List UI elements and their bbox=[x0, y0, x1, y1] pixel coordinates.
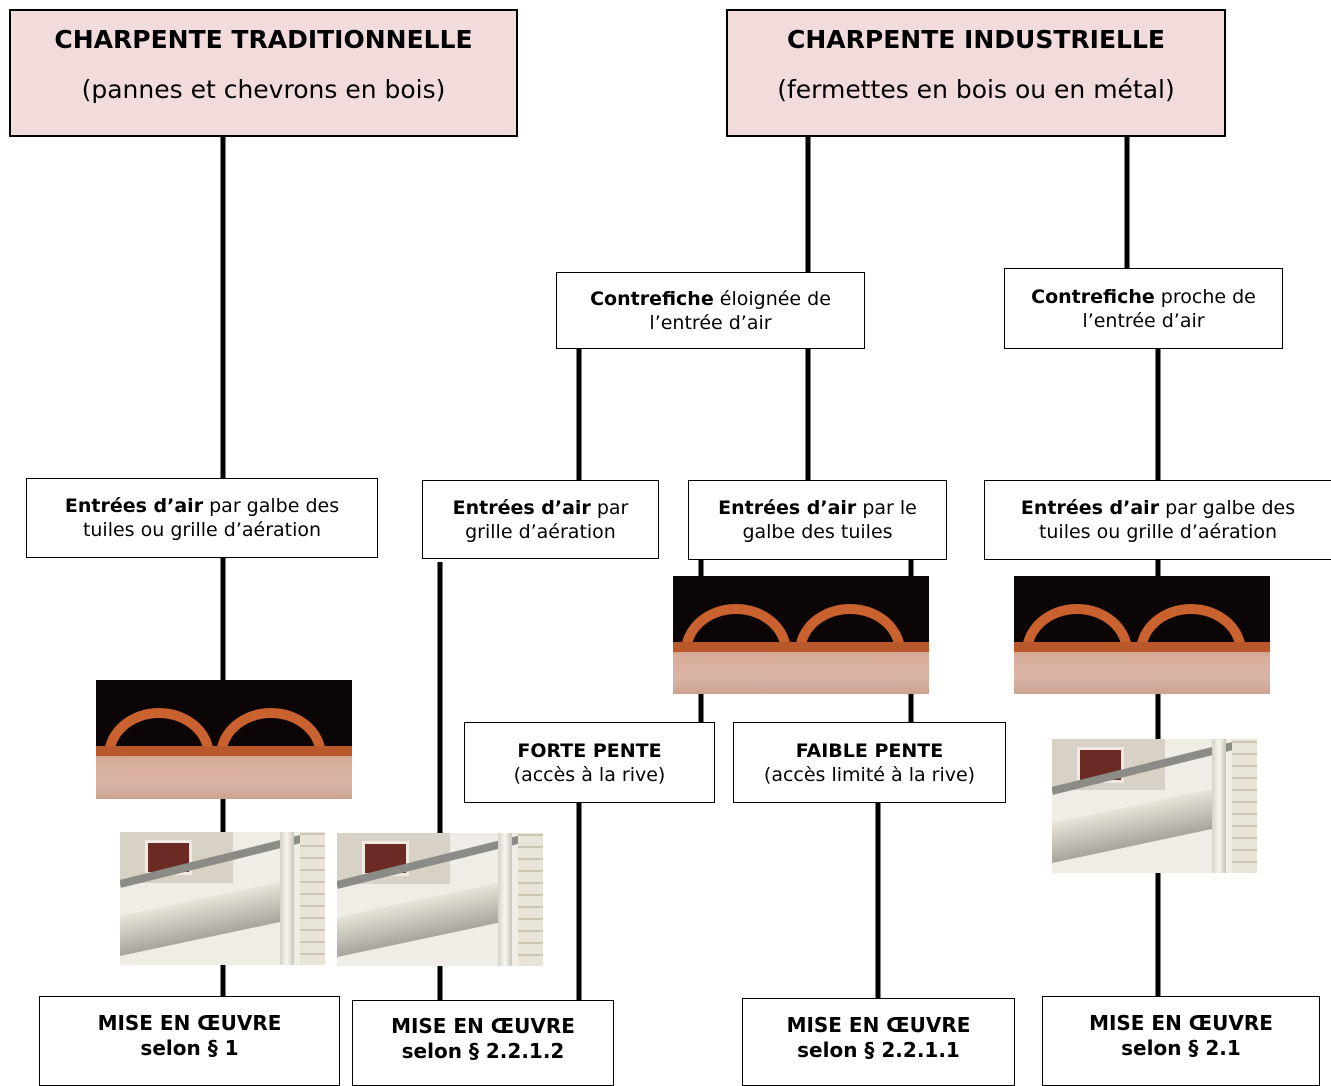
tile-ridge-photo bbox=[96, 680, 352, 799]
box-forte-pente: FORTE PENTE (accès à la rive) bbox=[464, 722, 715, 803]
box-subtitle: (accès limité à la rive) bbox=[763, 763, 976, 786]
box-line: MISE EN ŒUVRE bbox=[786, 1013, 971, 1037]
box-mise-en-oeuvre-4: MISE EN ŒUVRE selon § 2.1 bbox=[1042, 996, 1320, 1086]
box-text: Entrées d’air par le galbe des tuiles bbox=[718, 497, 917, 543]
box-mise-en-oeuvre-2: MISE EN ŒUVRE selon § 2.2.1.2 bbox=[352, 1000, 614, 1086]
box-text: Entrées d’air par galbe des tuiles ou gr… bbox=[64, 495, 340, 541]
box-title: FORTE PENTE bbox=[517, 739, 662, 762]
box-line: selon § 1 bbox=[140, 1036, 239, 1060]
box-text: Entrées d’air par grille d’aération bbox=[452, 496, 629, 543]
box-line: selon § 2.2.1.2 bbox=[401, 1039, 565, 1063]
box-line: MISE EN ŒUVRE bbox=[97, 1011, 282, 1035]
box-entrees-air-proche: Entrées d’air par galbe des tuiles ou gr… bbox=[984, 480, 1331, 560]
tile-ridge-photo bbox=[673, 576, 929, 694]
box-charpente-traditionnelle: CHARPENTE TRADITIONNELLE (pannes et chev… bbox=[9, 9, 518, 137]
box-mise-en-oeuvre-1: MISE EN ŒUVRE selon § 1 bbox=[39, 996, 340, 1086]
box-subtitle: (accès à la rive) bbox=[513, 763, 666, 786]
box-contrefiche-proche: Contrefiche proche de l’entrée d’air bbox=[1004, 268, 1283, 349]
eave-gutter-photo bbox=[337, 833, 543, 966]
box-text: Entrées d’air par galbe des tuiles ou gr… bbox=[1020, 497, 1296, 543]
eave-gutter-photo bbox=[120, 832, 325, 965]
box-title: CHARPENTE TRADITIONNELLE bbox=[54, 25, 473, 54]
box-contrefiche-eloignee: Contrefiche éloignée de l’entrée d’air bbox=[556, 272, 865, 349]
box-line: MISE EN ŒUVRE bbox=[1089, 1011, 1273, 1035]
box-text: Contrefiche éloignée de l’entrée d’air bbox=[590, 287, 831, 334]
box-subtitle: (fermettes en bois ou en métal) bbox=[777, 75, 1175, 104]
box-title: FAIBLE PENTE bbox=[795, 739, 944, 762]
box-line: selon § 2.2.1.1 bbox=[797, 1038, 960, 1062]
box-text: Contrefiche proche de l’entrée d’air bbox=[1031, 285, 1256, 332]
box-mise-en-oeuvre-3: MISE EN ŒUVRE selon § 2.2.1.1 bbox=[742, 998, 1015, 1086]
box-entrees-air-galbe: Entrées d’air par le galbe des tuiles bbox=[688, 480, 947, 560]
box-charpente-industrielle: CHARPENTE INDUSTRIELLE (fermettes en boi… bbox=[726, 9, 1226, 137]
box-subtitle: (pannes et chevrons en bois) bbox=[81, 75, 446, 104]
box-faible-pente: FAIBLE PENTE (accès limité à la rive) bbox=[733, 722, 1006, 803]
box-line: MISE EN ŒUVRE bbox=[391, 1014, 575, 1038]
box-line: selon § 2.1 bbox=[1121, 1036, 1241, 1060]
eave-gutter-photo bbox=[1052, 739, 1257, 873]
box-title: CHARPENTE INDUSTRIELLE bbox=[787, 25, 1165, 54]
tile-ridge-photo bbox=[1014, 576, 1270, 694]
box-entrees-air-traditionnelle: Entrées d’air par galbe des tuiles ou gr… bbox=[26, 478, 378, 558]
box-entrees-air-grille: Entrées d’air par grille d’aération bbox=[422, 480, 659, 559]
